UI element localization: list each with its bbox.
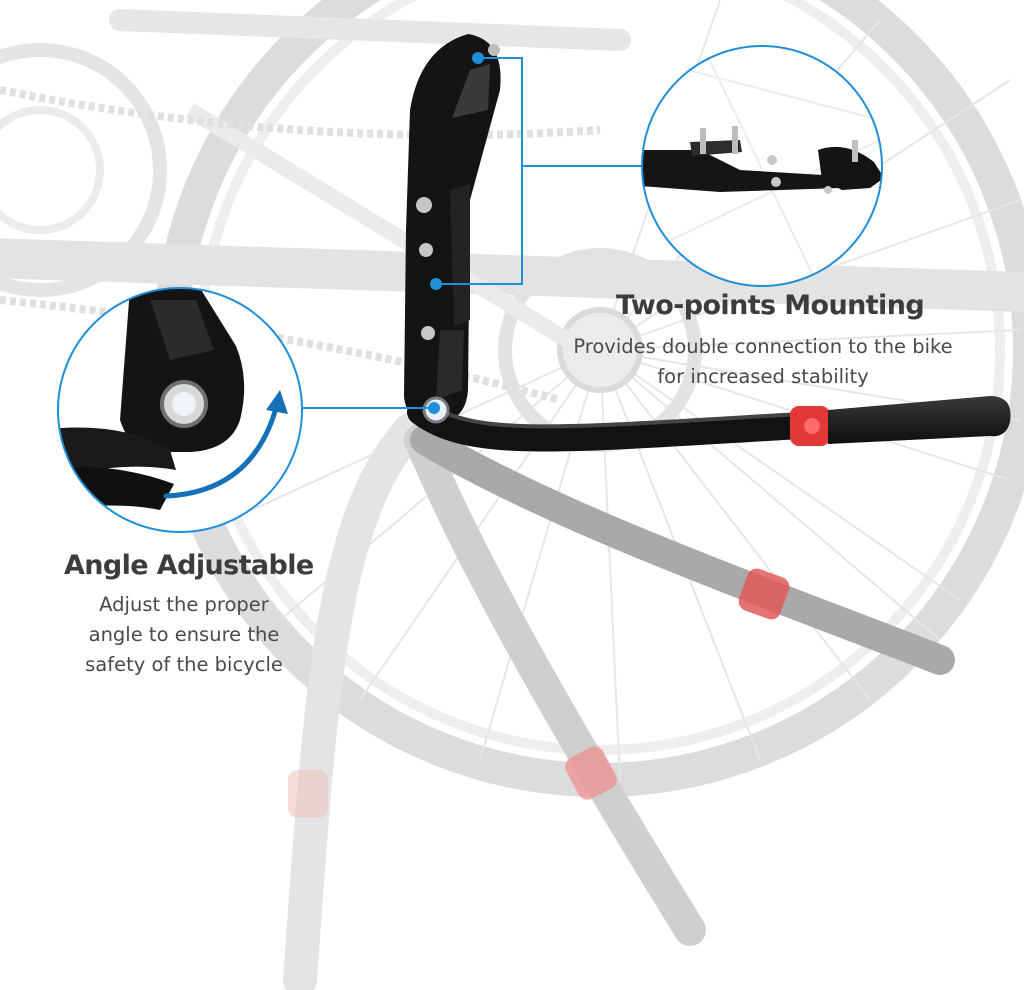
angle-zoom-circle [57,287,303,533]
kickstand [404,34,1011,452]
mounting-feature-title: Two-points Mounting [616,290,925,321]
bracket-bolt [488,44,500,56]
mounting-feature-description: Provides double connection to the bike f… [548,332,978,392]
callout-lines [302,57,642,409]
angle-feature-description: Adjust the proper angle to ensure the sa… [44,590,324,680]
angle-feature-title: Angle Adjustable [64,550,314,581]
bracket-bolt [421,326,435,340]
mounting-desc-line: Provides double connection to the bike [573,335,953,358]
callout-dot-icon [472,52,484,64]
seat-stay [109,9,631,51]
ghost-stand-positions [283,413,955,990]
mount-zoom-circle [641,45,883,287]
angle-desc-line: safety of the bicycle [85,653,283,676]
callout-dot-icon [430,278,442,290]
chain-stay [0,238,1024,312]
angle-desc-line: Adjust the proper [99,593,269,616]
bracket-bolt [416,197,432,213]
angle-desc-line: angle to ensure the [88,623,280,646]
chainring [0,43,167,297]
callout-dot-icon [428,402,440,414]
chain [0,86,601,139]
mounting-desc-line: for increased stability [657,365,869,388]
rubber-foot [828,396,1011,444]
rotation-arrow-icon [163,390,288,499]
stand-leg [407,399,813,452]
mount-callout-line [436,57,523,285]
bracket-bolt [419,243,433,257]
